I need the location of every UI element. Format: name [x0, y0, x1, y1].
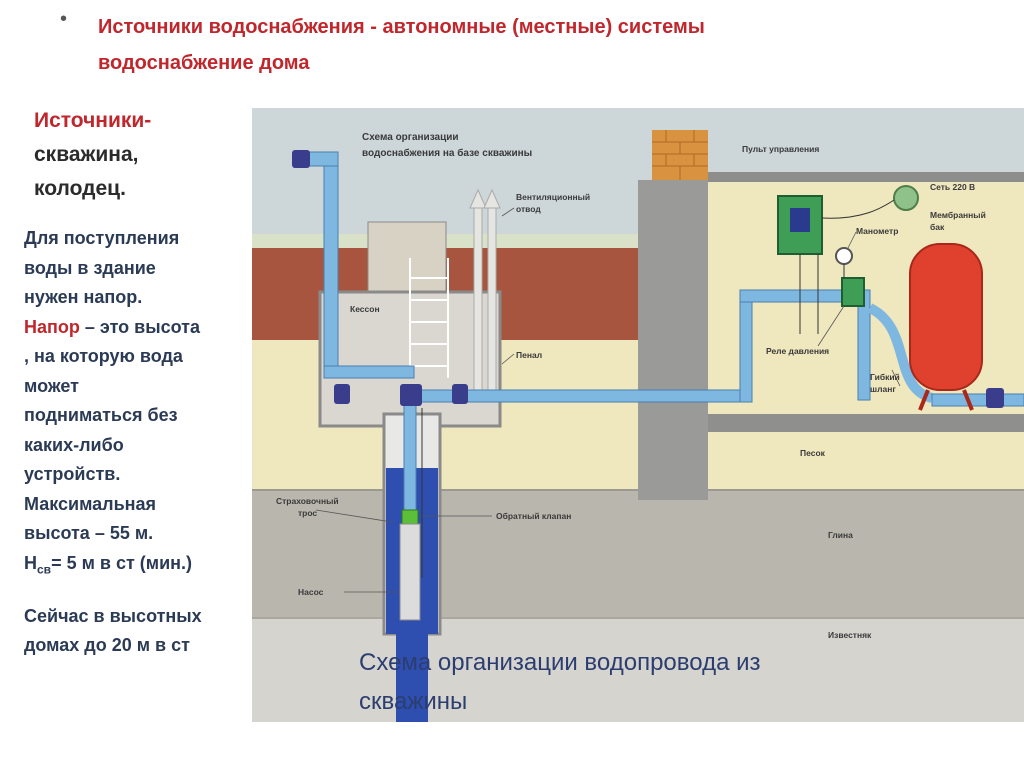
label-rope-1: Страховочный — [276, 496, 339, 506]
head-term: Напор — [24, 316, 80, 337]
valves — [292, 150, 1004, 408]
label-clay: Глина — [828, 530, 853, 540]
spacer — [24, 585, 202, 602]
sources-line-3: колодец. — [34, 177, 126, 200]
valve-icon — [292, 150, 310, 168]
caisson-pipe — [323, 365, 415, 379]
diagram-heading-1: Схема организации — [362, 132, 459, 143]
hsv-symbol: Н — [24, 552, 37, 573]
membrane-tank — [909, 243, 983, 391]
clay-layer — [252, 490, 1024, 618]
house-riser-pipe — [739, 293, 753, 403]
label-power: Сеть 220 В — [930, 182, 975, 192]
house-floor — [708, 414, 1024, 432]
info-line: Максимальная — [24, 493, 157, 514]
house-ceiling — [708, 172, 1024, 182]
hsv-value: = 5 м в ст (мин.) — [51, 552, 193, 573]
diagram-caption: Схема организации водопровода из скважин… — [359, 643, 761, 721]
label-sand: Песок — [800, 448, 826, 458]
label-caisson: Кессон — [350, 304, 380, 314]
valve-icon — [452, 384, 468, 404]
upper-pipe — [323, 155, 339, 371]
valve-icon — [334, 384, 350, 404]
info-line: может — [24, 375, 79, 396]
flexible-hose — [867, 303, 934, 403]
info-line: устройств. — [24, 464, 121, 484]
info-line: высота – 55 м. — [24, 523, 154, 543]
caption-line-1: Схема организации водопровода из — [359, 649, 761, 676]
label-tank-2: бак — [930, 222, 945, 232]
tank-outlet-pipe — [931, 393, 1024, 407]
caption-line-2: скважины — [359, 688, 468, 715]
title-line-1: Источники водоснабжения - автономные (ме… — [98, 16, 705, 38]
label-hose-2: шланг — [870, 384, 896, 394]
well-deep-pipe — [396, 634, 428, 722]
control-panel-screen — [790, 208, 810, 232]
label-vent-1: Вентиляционный — [516, 192, 590, 202]
info-line: каких-либо — [24, 434, 124, 455]
label-rope-2: трос — [298, 508, 317, 518]
info-line-hsv: Нсв= 5 м в ст (мин.) — [24, 549, 202, 585]
limestone-layer — [252, 618, 1024, 722]
hsv-subscript: св — [37, 562, 52, 577]
info-line: Для поступления — [24, 228, 180, 248]
head-definition: – это высота — [79, 316, 200, 337]
manometer-gauge — [835, 247, 853, 265]
info-line: воды в здание — [24, 257, 156, 278]
sources-line-2: скважина, — [34, 143, 139, 166]
label-limestone: Известняк — [828, 630, 872, 640]
label-hose-1: Гибкий — [870, 372, 900, 382]
info-line: Сейчас в высотных — [24, 605, 202, 626]
vent-pipe-2 — [487, 205, 497, 395]
well-water-supply-diagram: Схема организации водоснабжения на базе … — [252, 108, 1024, 722]
sources-line-1: Источники- — [34, 109, 152, 132]
riser-pipe — [403, 397, 417, 511]
info-line: , на которую вода — [24, 346, 183, 366]
house-wall — [638, 180, 708, 500]
info-line: подниматься без — [24, 405, 178, 425]
info-line: домах до 20 м в ст — [24, 635, 190, 656]
label-penal: Пенал — [516, 350, 542, 360]
label-pump: Насос — [298, 587, 324, 597]
valve-icon — [400, 384, 422, 406]
label-relay: Реле давления — [766, 346, 829, 356]
label-control-panel: Пульт управления — [742, 144, 819, 154]
caisson-hatch — [367, 221, 447, 293]
label-check-valve: Обратный клапан — [496, 511, 571, 521]
title-line-2: водоснабжение дома — [98, 52, 310, 74]
diagram-heading-2: водоснабжения на базе скважины — [362, 147, 532, 159]
tank-legs — [918, 389, 974, 411]
power-plug-icon — [893, 185, 919, 211]
label-manometer: Манометр — [856, 226, 898, 236]
vent-arrow-icon — [483, 188, 501, 209]
check-valve — [401, 509, 419, 525]
vent-arrow-icon — [469, 188, 487, 209]
bullet-icon: • — [60, 8, 68, 30]
valve-icon — [986, 388, 1004, 408]
pressure-relay — [841, 277, 865, 307]
info-line-head-definition: Напор – это высота — [24, 313, 202, 343]
info-line: нужен напор. — [24, 287, 143, 307]
label-tank-1: Мембранный — [930, 210, 986, 220]
vent-pipe-1 — [473, 205, 483, 395]
pressure-info: Для поступления воды в здание нужен напо… — [24, 224, 202, 661]
pump — [399, 523, 421, 621]
sources-block: Источники- скважина, колодец. — [34, 104, 151, 206]
label-vent-2: отвод — [516, 204, 541, 214]
caisson-ladder — [409, 258, 449, 378]
